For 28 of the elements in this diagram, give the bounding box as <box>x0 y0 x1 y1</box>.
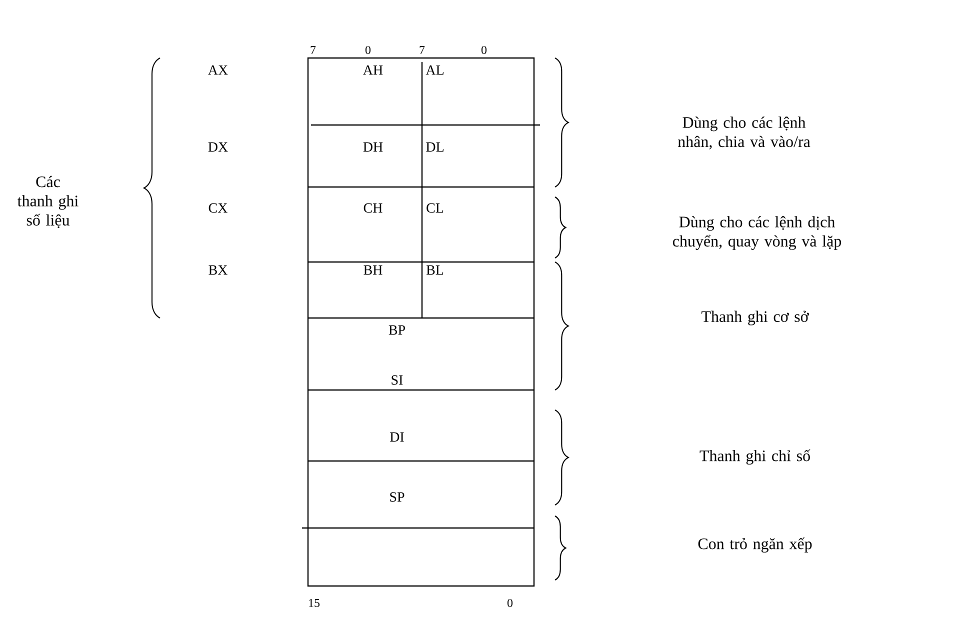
bit-number: 15 <box>309 598 320 608</box>
register-name: BL <box>426 265 444 275</box>
register-name: DL <box>426 142 444 152</box>
register-name: CL <box>426 203 444 213</box>
description-text: Dùng cho các lệnh dịch chuyển, quay vòng và lặp <box>672 216 842 250</box>
register-name: CH <box>364 203 382 213</box>
bit-number: 0 <box>507 598 513 608</box>
description-text: Thanh ghi cơ sở <box>702 310 809 326</box>
bit-number: 7 <box>420 46 425 54</box>
register-name: SP <box>390 492 404 502</box>
bit-number: 0 <box>481 46 487 54</box>
register-name: CX <box>208 203 228 213</box>
register-name: AX <box>208 65 228 75</box>
description-text: Con trỏ ngăn xếp <box>698 538 812 553</box>
register-name: BP <box>388 325 405 335</box>
description-text: Thanh ghi chỉ số <box>700 450 810 465</box>
register-name: DI <box>390 432 404 442</box>
register-name: BX <box>208 265 228 275</box>
register-name: AH <box>363 65 383 75</box>
register-name: DH <box>363 142 383 152</box>
register-name: SI <box>392 375 403 385</box>
description-text: Dùng cho các lệnh nhân, chia và vào/ra <box>678 116 810 150</box>
bit-number: 0 <box>365 46 371 54</box>
group-label: Các thanh ghi số liệu <box>17 176 78 228</box>
register-name: BH <box>364 265 382 275</box>
register-name: DX <box>208 142 228 152</box>
bit-number: 7 <box>310 46 316 54</box>
register-name: AL <box>426 65 444 75</box>
